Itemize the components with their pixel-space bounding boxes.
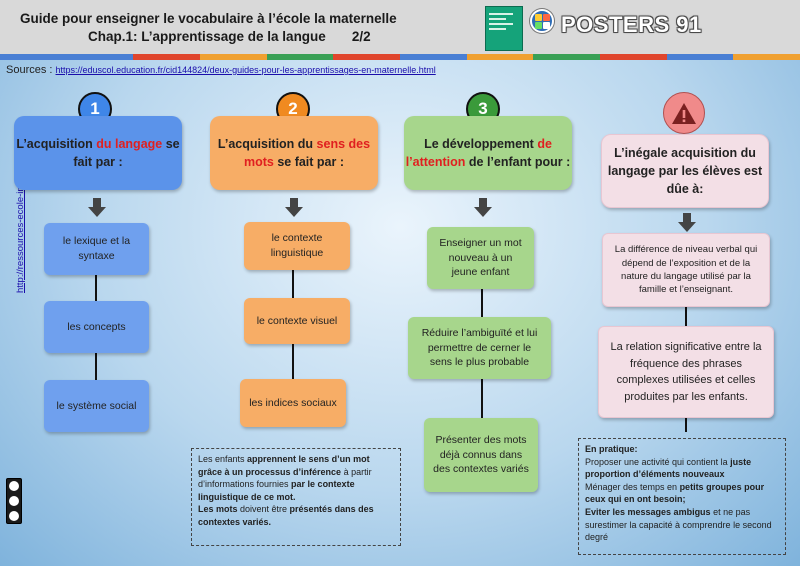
stripe-segment — [400, 54, 467, 60]
heading-acquisition-langage: L’acquisition du langage se fait par : — [14, 116, 182, 190]
chapter-title: Chap.1: L’apprentissage de la langue — [88, 29, 326, 44]
heading-inegale-acquisition: L’inégale acquisition du langage par les… — [601, 134, 769, 208]
stripe-segment — [0, 54, 67, 60]
posters-logo-icon — [530, 9, 554, 33]
connector-line — [685, 418, 687, 432]
stripe-segment — [66, 54, 134, 60]
warning-icon — [672, 102, 696, 124]
item-presenter-mots-connus: Présenter des mots déjà connus dans des … — [424, 418, 538, 492]
note-sens-des-mots: Les enfants apprennent le sens d’un mot … — [191, 448, 401, 546]
guide-book-cover-icon — [485, 6, 523, 51]
brand-name: POSTERS 91 — [561, 12, 702, 37]
item-reduire-ambiguite: Réduire l’ambiguïté et lui permettre de … — [408, 317, 551, 379]
stripe-segment — [266, 54, 334, 60]
sources-link[interactable]: https://eduscol.education.fr/cid144824/d… — [55, 65, 436, 75]
stripe-segment — [733, 54, 800, 60]
page-indicator: 2/2 — [351, 29, 371, 44]
stripe-segment — [466, 54, 534, 60]
stripe-segment — [533, 54, 601, 60]
stripe-segment — [133, 54, 201, 60]
heading-developpement-attention: Le développement de l’attention de l’enf… — [404, 116, 572, 190]
item-difference-niveau-verbal: La différence de niveau verbal qui dépen… — [602, 233, 770, 307]
stripe-segment — [666, 54, 734, 60]
sources-line: Sources : https://eduscol.education.fr/c… — [6, 64, 436, 76]
stripe-segment — [600, 54, 667, 60]
creative-commons-license-icon — [6, 478, 22, 524]
header-bar: Guide pour enseigner le vocabulaire à l’… — [0, 0, 800, 54]
sources-label: Sources : — [6, 64, 53, 76]
item-relation-significative: La relation significative entre la fréqu… — [598, 326, 774, 418]
item-concepts: les concepts — [44, 301, 149, 353]
stripe-segment — [200, 54, 267, 60]
stripe-segment — [333, 54, 401, 60]
page-title: Guide pour enseigner le vocabulaire à l’… — [20, 11, 397, 26]
heading-sens-des-mots: L’acquisition du sens des mots se fait p… — [210, 116, 378, 190]
item-enseigner-mot-nouveau: Enseigner un mot nouveau à un jeune enfa… — [427, 227, 534, 289]
item-indices-sociaux: les indices sociaux — [240, 379, 346, 427]
item-lexique-syntaxe: le lexique et la syntaxe — [44, 223, 149, 275]
item-contexte-linguistique: le contexte linguistique — [244, 222, 350, 270]
item-systeme-social: le système social — [44, 380, 149, 432]
color-stripe — [0, 54, 800, 60]
page-subtitle: Chap.1: L’apprentissage de la langue 2/2 — [88, 29, 371, 44]
item-contexte-visuel: le contexte visuel — [244, 298, 350, 344]
warning-badge — [663, 92, 705, 134]
connector-line — [685, 307, 687, 327]
note-en-pratique: En pratique: Proposer une activité qui c… — [578, 438, 786, 555]
